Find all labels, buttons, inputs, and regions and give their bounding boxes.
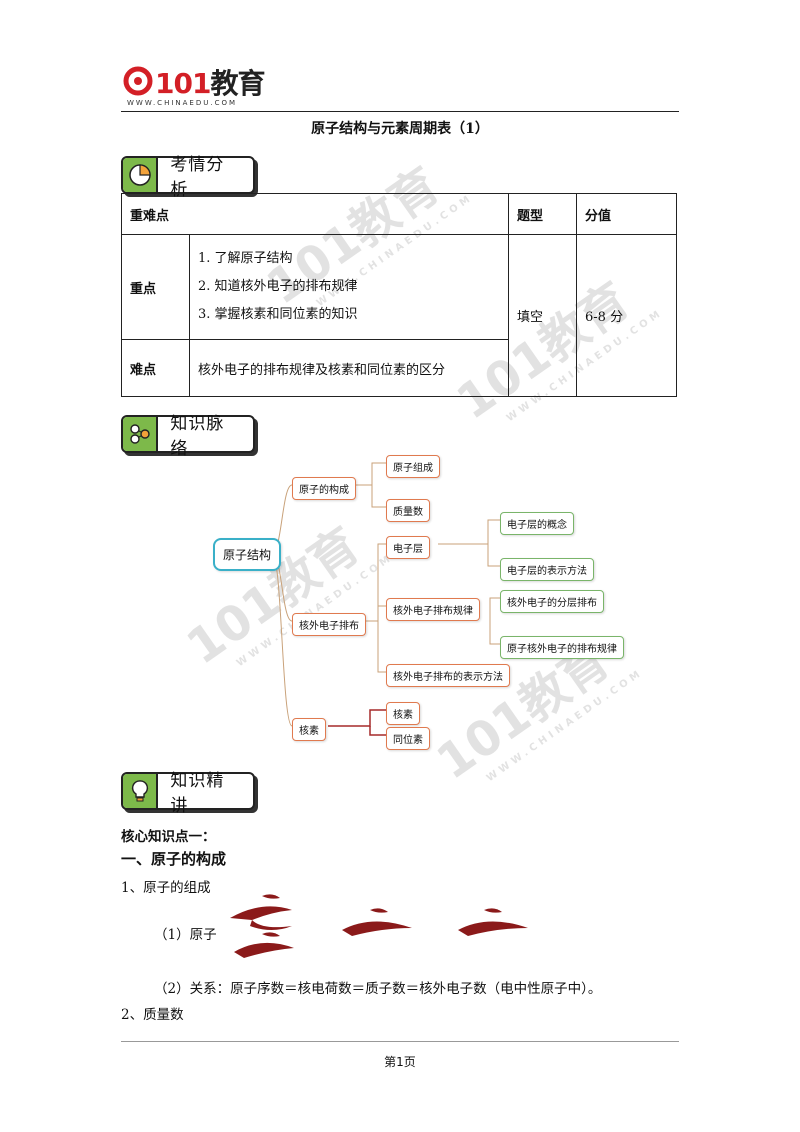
paragraph: （1）原子 [154, 927, 217, 943]
score-value: 6-8 分 [576, 234, 677, 397]
mindmap-node: 核外电子排布 [292, 613, 366, 636]
logo-subtitle: WWW.CHINAEDU.COM [127, 99, 238, 107]
section-title: 知识精讲 [170, 771, 225, 816]
header-cell: 重难点 [121, 193, 509, 235]
mindmap-node: 核外电子排布规律 [386, 598, 480, 621]
network-icon [123, 417, 159, 451]
mindmap-node: 核外电子的分层排布 [500, 590, 604, 613]
paragraph: （2）关系：原子序数＝核电荷数＝质子数＝核外电子数（电中性原子中）。 [154, 981, 602, 997]
key-points: 1. 了解原子结构 2. 知道核外电子的排布规律 3. 掌握核素和同位素的知识 [189, 234, 509, 340]
document-title: 原子结构与元素周期表（1） [311, 121, 489, 137]
mindmap-root: 原子结构 [213, 538, 282, 571]
mindmap-node: 同位素 [386, 727, 430, 750]
core-point-heading: 核心知识点一： [121, 829, 216, 845]
mindmap-node: 原子组成 [386, 455, 440, 478]
mindmap-node: 原子核外电子的排布规律 [500, 636, 624, 659]
section-tab-knowledge-map: 知识脉络 [121, 414, 255, 459]
header-cell: 题型 [508, 193, 577, 235]
page-number: 第1页 [384, 1055, 416, 1069]
section-heading: 一、原子的构成 [121, 850, 227, 868]
mindmap-node: 电子层的概念 [500, 512, 574, 535]
mindmap-node: 核素 [292, 718, 326, 741]
difficulty-text: 核外电子的排布规律及核素和同位素的区分 [189, 339, 509, 397]
list-item: 2. 知道核外电子的排布规律 [198, 279, 358, 294]
paragraph: 1、原子的组成 [121, 880, 211, 896]
missing-formula-image [230, 894, 528, 958]
mindmap-node: 电子层 [386, 536, 430, 559]
section-title: 知识脉络 [170, 414, 225, 459]
logo: 101教育 WWW.CHINAEDU.COM [123, 62, 283, 112]
footer-divider [121, 1041, 679, 1042]
section-tab-analysis: 考情分析 [121, 155, 255, 200]
row-label: 重点 [121, 234, 190, 340]
mindmap-node: 核素 [386, 702, 420, 725]
mindmap-node: 原子的构成 [292, 477, 356, 500]
paragraph: 2、质量数 [121, 1007, 184, 1023]
section-tab-explanation: 知识精讲 [121, 771, 255, 816]
logo-text: 101教育 [155, 67, 265, 100]
header-divider [121, 111, 679, 112]
lightbulb-icon [123, 774, 159, 808]
list-item: 1. 了解原子结构 [198, 251, 293, 266]
row-label: 难点 [121, 339, 190, 397]
header-cell: 分值 [576, 193, 677, 235]
mindmap-node: 电子层的表示方法 [500, 558, 594, 581]
pie-chart-icon [123, 158, 159, 192]
question-type: 填空 [508, 234, 577, 397]
list-item: 3. 掌握核素和同位素的知识 [198, 307, 358, 322]
mindmap-node: 核外电子排布的表示方法 [386, 664, 510, 687]
mindmap-node: 质量数 [386, 499, 430, 522]
logo-icon [123, 66, 153, 96]
analysis-table: 重难点 题型 分值 重点 1. 了解原子结构 2. 知道核外电子的排布规律 3.… [121, 193, 677, 397]
